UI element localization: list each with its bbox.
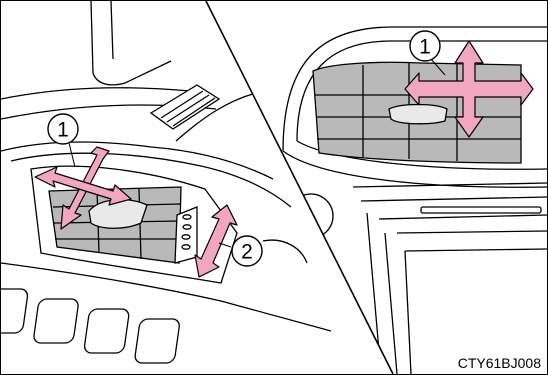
- dash-bolt: [296, 321, 315, 333]
- cd-slot: [421, 207, 541, 213]
- dash-contour: [319, 283, 363, 374]
- vent-knob: [89, 200, 147, 229]
- callout-1-left: 1: [48, 114, 78, 144]
- figure-code: CTY61BJ008: [458, 355, 541, 371]
- svg-text:2: 2: [241, 241, 253, 264]
- svg-text:1: 1: [419, 36, 431, 59]
- callout-leader: [69, 143, 75, 167]
- dash-contour: [1, 88, 191, 99]
- panel-divider: [206, 1, 393, 374]
- vent-thumbwheel: [175, 207, 197, 263]
- vent-knob: [389, 105, 447, 124]
- svg-text:1: 1: [57, 119, 69, 142]
- callout-1-right: 1: [410, 31, 440, 61]
- dash-contour: [263, 240, 307, 263]
- defroster-grille: [151, 85, 219, 129]
- round-control: [289, 194, 333, 238]
- dash-contour: [111, 1, 113, 59]
- dash-contour: [91, 1, 171, 85]
- callout-2: 2: [232, 236, 262, 266]
- switch-panel: [1, 263, 331, 363]
- display-unit: [353, 183, 547, 374]
